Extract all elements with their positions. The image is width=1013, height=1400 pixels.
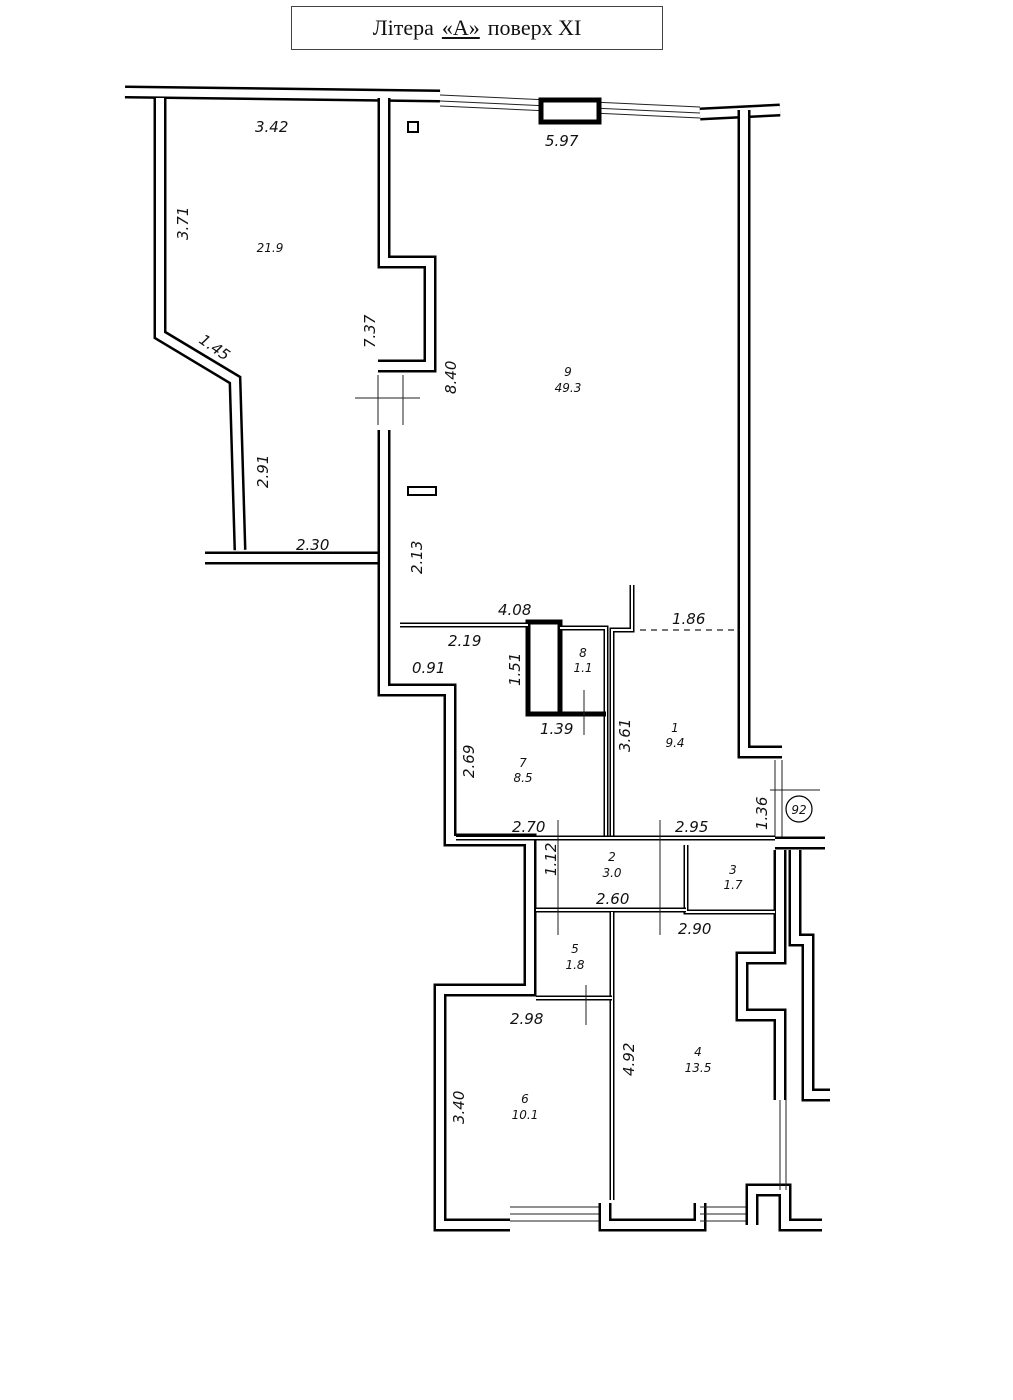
room-number: 7 <box>519 756 527 770</box>
walls <box>124 85 830 1232</box>
dimension: 2.98 <box>510 1010 543 1028</box>
dimension: 4.92 <box>620 1043 638 1076</box>
dimension: 2.60 <box>596 890 629 908</box>
dimension: 2.13 <box>408 541 426 574</box>
room-number: 1 <box>671 721 679 735</box>
room-area: 1.7 <box>723 878 742 892</box>
dimension: 7.37 <box>361 314 379 348</box>
dimension: 4.08 <box>498 601 531 619</box>
dimension: 1.12 <box>542 843 560 876</box>
partitions <box>355 375 820 1200</box>
dimension: 2.90 <box>678 920 711 938</box>
dimension: 3.42 <box>255 118 288 136</box>
room-area: 9.4 <box>665 736 684 750</box>
room-number: 5 <box>571 942 579 956</box>
room-area: 8.5 <box>513 771 532 785</box>
room-number: 3 <box>729 863 737 877</box>
dimension: 0.91 <box>412 659 445 677</box>
title-suffix: поверх XI <box>487 15 582 40</box>
room-number: 8 <box>579 646 587 660</box>
dimension: 3.61 <box>616 719 634 752</box>
room-area: 1.8 <box>565 958 584 972</box>
room-number: 4 <box>694 1045 702 1059</box>
room-number: 6 <box>521 1092 529 1106</box>
dimension-labels: 3.42 5.97 3.71 1.45 2.91 7.37 8.40 2.30 … <box>174 118 771 1124</box>
room-labels: 21.9 9 49.3 81.1 19.4 78.5 2 3.0 31.7 5 1.8… <box>257 241 743 1122</box>
axis-marker-label: 92 <box>791 803 806 817</box>
dimension: 2.30 <box>296 536 329 554</box>
dimension: 3.71 <box>174 207 192 240</box>
room-area: 3.0 <box>602 866 621 880</box>
dimension: 5.97 <box>545 132 579 150</box>
dimension: 1.39 <box>540 720 573 738</box>
room-area: 10.1 <box>512 1108 539 1122</box>
dimension: 1.36 <box>753 797 771 830</box>
room-number: 2 <box>608 850 616 864</box>
dimension: 2.69 <box>460 745 478 778</box>
dimension: 2.70 <box>512 818 545 836</box>
dimension: 1.51 <box>506 653 524 686</box>
title-letter: «А» <box>441 15 480 40</box>
floor-title: Літера «А» поверх XI <box>291 6 663 50</box>
room-area: 1.1 <box>573 661 592 675</box>
room-area: 21.9 <box>257 241 284 255</box>
room-area: 13.5 <box>685 1061 712 1075</box>
dimension: 2.95 <box>675 818 708 836</box>
dimension: 2.91 <box>254 455 272 488</box>
dimension: 1.86 <box>672 610 705 628</box>
title-prefix: Літера <box>372 15 434 40</box>
room-area: 49.3 <box>555 381 582 395</box>
axis-marker: 92 <box>785 795 813 823</box>
dimension: 3.40 <box>450 1091 468 1124</box>
room-number: 9 <box>564 365 572 379</box>
dimension: 8.40 <box>442 361 460 394</box>
dimension: 2.19 <box>448 632 481 650</box>
